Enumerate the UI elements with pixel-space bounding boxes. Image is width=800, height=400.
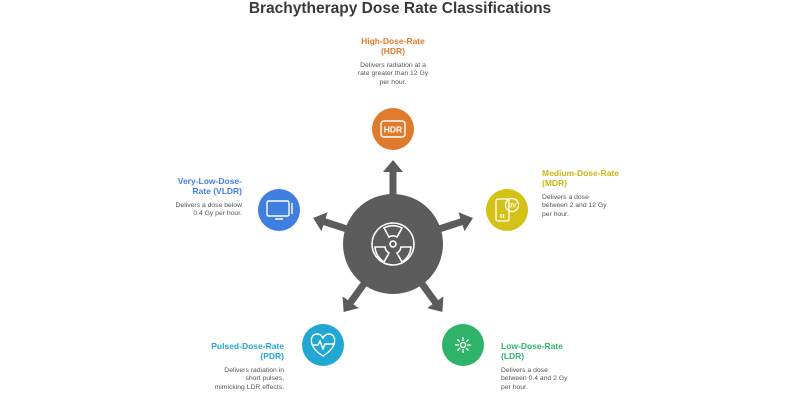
pdr-description: Delivers radiation in short pulses, mimi… — [164, 367, 284, 392]
radiation-icon — [371, 222, 415, 266]
mdr-description: Delivers a dose between 2 and 12 Gy per … — [542, 194, 662, 219]
vldr-node — [258, 189, 300, 231]
pdr-desc-line: Delivers radiation in — [224, 367, 284, 374]
pdr-title-line2: (PDR) — [260, 351, 284, 361]
vldr-desc-line: 0.4 Gy per hour. — [193, 210, 242, 218]
ldr-title-line1: Low-Dose-Rate — [501, 341, 563, 351]
heart-pulse-icon — [310, 333, 336, 357]
uv-device-icon: UV — [495, 197, 520, 222]
vldr-title-line2: Rate (VLDR) — [192, 186, 242, 196]
svg-text:HDR: HDR — [384, 125, 402, 135]
hdr-title-line2: (HDR) — [380, 46, 406, 56]
hdr-icon: HDR — [380, 120, 406, 138]
ldr-title-line2: (LDR) — [501, 351, 525, 361]
monitor-icon — [266, 200, 293, 220]
center-hub — [343, 194, 443, 294]
hdr-desc-line: Delivers radiation at a — [360, 62, 426, 69]
mdr-title: Medium-Dose-Rate (MDR) — [542, 168, 662, 188]
mdr-title-line2: (MDR) — [542, 178, 568, 188]
diagram-title: Brachytherapy Dose Rate Classifications — [248, 0, 552, 17]
vldr-desc-line: Delivers a dose below — [175, 202, 243, 209]
vldr-title-line1: Very-Low-Dose- — [177, 176, 242, 186]
hdr-desc-line: rate greater than 12 Gy — [357, 70, 429, 78]
pdr-desc-line: mimicking LDR effects. — [214, 383, 284, 391]
hdr-node — [372, 108, 414, 150]
mdr-title-line1: Medium-Dose-Rate — [542, 168, 619, 178]
mdr-desc-line: per hour. — [542, 210, 569, 218]
mdr-desc-line: Delivers a dose — [542, 194, 589, 201]
hdr-description: Delivers radiation at a rate greater tha… — [333, 62, 453, 87]
ldr-desc-line: between 0.4 and 2 Gy — [501, 375, 568, 383]
hdr-desc-line: per hour. — [379, 78, 407, 86]
vldr-title: Very-Low-Dose- Rate (VLDR) — [120, 176, 242, 196]
hdr-title: High-Dose-Rate (HDR) — [333, 36, 453, 56]
sparkle-icon — [455, 337, 471, 353]
ldr-desc-line: Delivers a dose — [501, 367, 548, 374]
svg-text:UV: UV — [508, 204, 516, 210]
pdr-desc-line: short pulses, — [245, 375, 284, 383]
ldr-title: Low-Dose-Rate (LDR) — [501, 341, 621, 361]
arrow-to-hdr — [383, 160, 403, 203]
pdr-title: Pulsed-Dose-Rate (PDR) — [164, 341, 284, 361]
hdr-title-line1: High-Dose-Rate — [361, 36, 425, 46]
vldr-description: Delivers a dose below 0.4 Gy per hour. — [120, 202, 243, 219]
ldr-desc-line: per hour. — [501, 383, 528, 391]
ldr-node — [442, 324, 484, 366]
ldr-description: Delivers a dose between 0.4 and 2 Gy per… — [501, 367, 621, 392]
pdr-node — [302, 324, 344, 366]
pdr-title-line1: Pulsed-Dose-Rate — [211, 341, 284, 351]
mdr-desc-line: between 2 and 12 Gy — [542, 202, 607, 210]
